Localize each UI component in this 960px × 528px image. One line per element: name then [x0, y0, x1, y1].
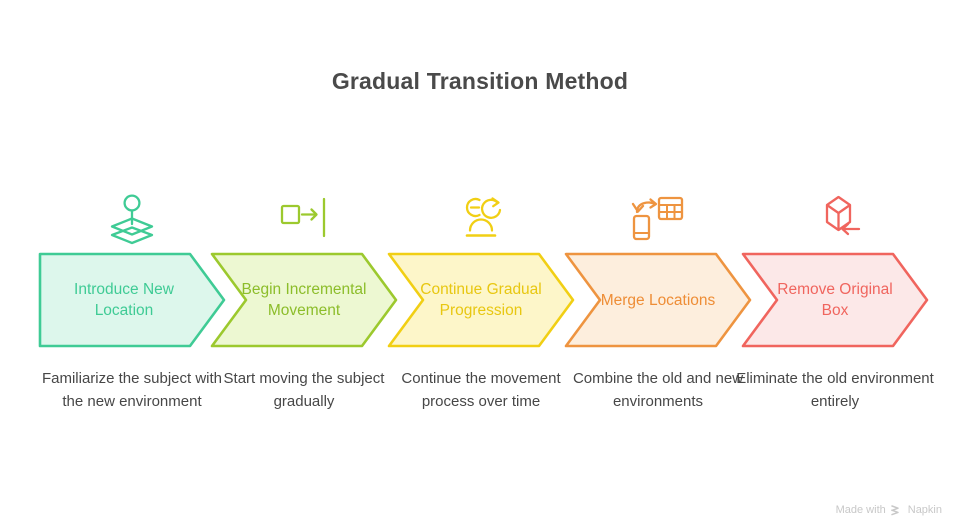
flow-step-4[interactable]: Merge Locations Combine the old and new …	[564, 190, 752, 410]
napkin-chevrons-logo-icon	[891, 504, 903, 516]
location-pin-on-layers-icon	[38, 190, 226, 248]
flow-step-3-label: Continue Gradual Progression	[420, 281, 542, 319]
flow-step-1-chevron-shape	[38, 252, 226, 348]
square-arrow-to-bar-icon-glyph	[280, 197, 326, 238]
phone-table-exchange-icon-glyph	[631, 196, 684, 241]
page-title: Gradual Transition Method	[331, 68, 629, 94]
person-refresh-icon	[387, 190, 575, 248]
flow-step-1-label: Introduce New Location	[74, 281, 174, 319]
flow-step-4-caption: Combine the old and new environments	[572, 370, 744, 410]
flow-step-2[interactable]: Begin Incremental Movement Start moving …	[210, 190, 398, 410]
flow-step-3-chevron: Continue Gradual Progression	[387, 252, 575, 348]
phone-table-exchange-icon	[564, 190, 752, 248]
flow-step-5-caption: Eliminate the old environment entirely	[736, 370, 934, 410]
watermark-brand: Napkin	[907, 504, 942, 516]
flow-step-3-chevron-shape	[387, 252, 575, 348]
box-arrow-left-icon	[741, 190, 929, 248]
location-pin-on-layers-icon-glyph	[110, 194, 154, 245]
flow-step-2-label: Begin Incremental Movement	[241, 281, 367, 319]
flow-step-5-chevron-shape	[741, 252, 929, 348]
flow-step-5[interactable]: Remove Original Box Eliminate the old en…	[736, 190, 934, 410]
flow-step-5-chevron: Remove Original Box	[741, 252, 929, 348]
flow-step-2-caption: Start moving the subject gradually	[223, 370, 385, 410]
box-arrow-left-icon-glyph	[825, 195, 861, 236]
flow-step-4-label: Merge Locations	[600, 291, 716, 309]
square-arrow-to-bar-icon	[210, 190, 398, 248]
flow-step-3-caption: Continue the movement process over time	[401, 370, 561, 410]
flow-step-5-label: Remove Original Box	[777, 281, 893, 319]
flow-step-2-chevron: Begin Incremental Movement	[210, 252, 398, 348]
flow-step-1-caption: Familiarize the subject with the new env…	[41, 370, 223, 410]
flow-step-3[interactable]: Continue Gradual Progression Continue th…	[387, 190, 575, 410]
watermark-prefix: Made with	[835, 504, 886, 516]
flow-step-2-chevron-shape	[210, 252, 398, 348]
flow-step-4-chevron: Merge Locations	[564, 252, 752, 348]
process-flow-diagram: Introduce New Location Familiarize the s…	[38, 190, 934, 410]
flow-step-1-chevron: Introduce New Location	[38, 252, 226, 348]
napkin-watermark[interactable]: Made with Napkin	[836, 504, 942, 516]
flow-step-1[interactable]: Introduce New Location Familiarize the s…	[38, 190, 226, 410]
person-refresh-icon-glyph	[465, 197, 502, 237]
flow-step-4-chevron-shape	[564, 252, 752, 348]
